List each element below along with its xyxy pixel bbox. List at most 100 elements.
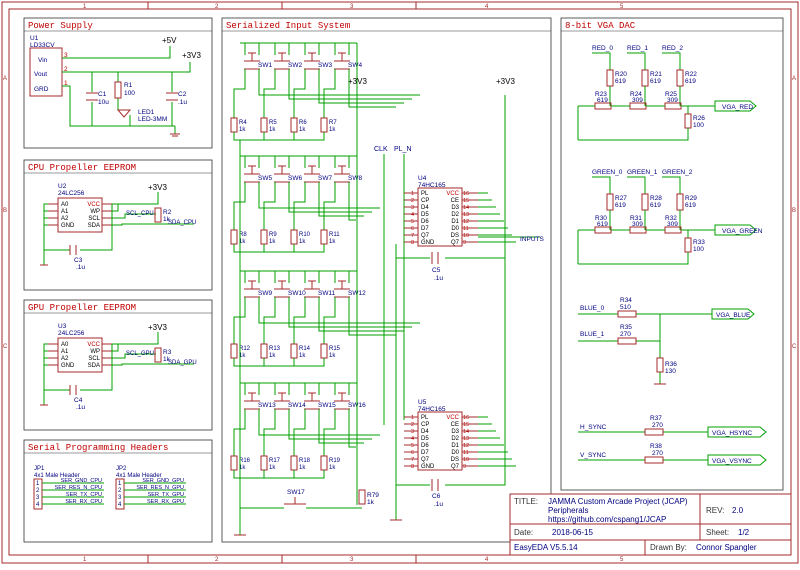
wire: [293, 417, 306, 456]
ruler-col-bottom: 5: [620, 557, 624, 563]
cpu_eeprom-circuit: U224LC256A0A1A2GNDVCCWPSCLSDA+3V3R21kSCL…: [40, 183, 196, 271]
wire: [258, 77, 420, 96]
cpu_eeprom-pin-right: SCL: [88, 216, 100, 222]
vga.green-series-value: 309: [632, 221, 643, 228]
jp2-net-label: SER_GND_GPU: [142, 478, 184, 484]
pulldown-value: 1k: [239, 239, 246, 245]
cpu_eeprom-pin-left: A2: [61, 216, 69, 222]
ruler-row-left: A: [3, 76, 7, 82]
chip-u4-pin-right: DS: [451, 233, 459, 239]
rail-3v3-power: +3V3: [182, 51, 201, 60]
c5-ref: C5: [432, 267, 441, 274]
vga.red-series-ref: R23: [595, 91, 607, 98]
gpu_eeprom-pin-left: A2: [61, 356, 69, 362]
switch-ref: SW11: [318, 290, 336, 297]
wire: [318, 77, 404, 104]
wire: [662, 52, 681, 70]
resistor-body: [154, 207, 162, 223]
chip-u4-pin-left: Q7: [421, 233, 430, 239]
net-inputs: INPUTS: [520, 236, 545, 243]
jp2-net-label: SER_RX_GPU: [147, 499, 184, 505]
jp1-net-label: SER_TX_CPU: [66, 492, 102, 498]
switch-ref: SW6: [288, 175, 302, 182]
vga.green-pull-value: 619: [615, 202, 626, 209]
pulldown-value: 1k: [299, 239, 306, 245]
vga.red-series-value: 309: [667, 97, 678, 104]
vga-dac: RED_0R20619RED_1R21619RED_2R22619R23619R…: [577, 45, 767, 466]
pulldown-value: 1k: [299, 127, 306, 133]
hsync-resistor: [644, 428, 664, 436]
jp1-value: 4x1 Male Header: [34, 473, 80, 479]
chip-u5-pin-left: Q7: [421, 457, 430, 463]
wire: [233, 77, 246, 118]
r1-ref: R1: [124, 82, 133, 89]
vga.green-net-2: GREEN_2: [662, 169, 693, 176]
sw17-ref: SW17: [287, 489, 305, 496]
blue-output-port: [711, 308, 755, 320]
c1-ref: C1: [98, 91, 107, 98]
chip-u5-pin-left: CP: [421, 422, 429, 428]
c2-ref: C2: [178, 91, 187, 98]
ruler-col-bottom: 3: [350, 557, 354, 563]
chip-u5-pin-num-right: 9: [463, 464, 466, 470]
vsync-resistor: [644, 456, 664, 464]
jp1-ref: JP1: [34, 466, 45, 472]
vga.red-net-1: RED_1: [627, 45, 648, 52]
pulldown-value: 1k: [299, 465, 306, 471]
wire: [348, 305, 396, 336]
date-value: 2018-06-15: [552, 528, 593, 537]
wire: [233, 132, 240, 141]
wire: [263, 417, 276, 456]
u1-ref: U1: [30, 35, 39, 42]
chip-u5-pin-right: CE: [451, 422, 459, 428]
blue-res-ref: R34: [620, 297, 632, 304]
cpu_eeprom-net-scl: SCL_CPU: [126, 211, 154, 217]
wire: [323, 417, 336, 456]
wire: [293, 190, 306, 230]
chip-u4-pin-num-left: 7: [411, 233, 414, 239]
pulldown-value: 1k: [329, 465, 336, 471]
pulldown-value: 1k: [269, 353, 276, 359]
blue-resistor: [617, 310, 637, 318]
gpu_eeprom-pullup-value: 1k: [163, 356, 171, 363]
jp1-net-label: SER_GND_CPU: [61, 478, 102, 484]
vga.green-pull-ref: R29: [685, 195, 697, 202]
serial-section-box: [23, 439, 213, 543]
vga.red-net-2: RED_2: [662, 45, 683, 52]
chip-u4-pin-num-left: 5: [411, 219, 414, 225]
chip-u5-value: 74HC165: [418, 406, 446, 413]
input-rail-left: +3V3: [348, 77, 367, 86]
chip-u5-ref: U5: [418, 399, 427, 406]
led1-ref: LED1: [138, 109, 155, 116]
chip-u4-pin-num-right: 10: [463, 233, 469, 239]
switch-ref: SW15: [318, 402, 336, 409]
chip-u4-pin-right: D2: [451, 212, 459, 218]
net-clk: CLK: [374, 146, 388, 153]
wire: [288, 190, 372, 213]
vga.green-series-ref: R31: [630, 215, 642, 222]
switch-ref: SW13: [258, 402, 276, 409]
chip-u5-pin-num-left: 6: [411, 450, 414, 456]
gpu-eeprom-section-title: GPU Propeller EEPROM: [28, 303, 136, 313]
vga-section-title: 8-bit VGA DAC: [565, 21, 636, 31]
chip-u5-body: [417, 411, 463, 471]
input-section-title: Serialized Input System: [226, 21, 350, 31]
chip-u5-pin-right: VCC: [446, 415, 459, 421]
wire: [348, 190, 356, 221]
chip-u5-pin-num-left: 8: [411, 464, 414, 470]
pulldown-ref: R9: [269, 232, 277, 238]
net-pl-n: PL_N: [394, 146, 412, 153]
chip-u4-pin-num-left: 6: [411, 226, 414, 232]
vga.red-pull-value: 619: [685, 78, 696, 85]
vga.green-dac: GREEN_0R27619GREEN_1R28619GREEN_2R29619R…: [577, 169, 763, 265]
vga.green-series-value: 309: [667, 221, 678, 228]
switch-ref: SW3: [318, 62, 332, 69]
jp1-body: [33, 478, 43, 510]
power-supply: U1 LD33CV Vin Vout GRD 3 2 1 +5V +3V3 C1…: [29, 35, 201, 137]
wire: [323, 77, 336, 118]
cpu_eeprom-net-sda: SDA_CPU: [168, 220, 196, 226]
